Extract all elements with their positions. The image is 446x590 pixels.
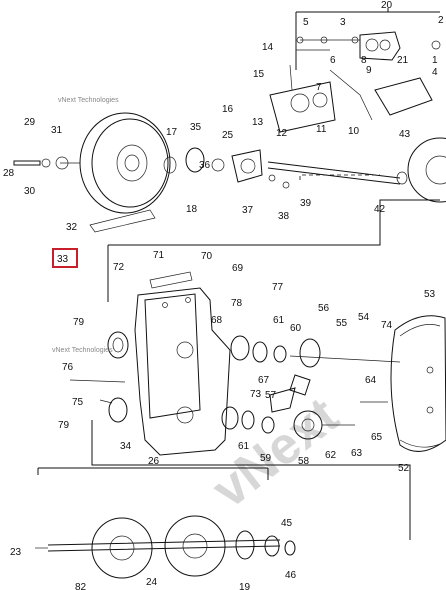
drive-pulley [13, 112, 171, 233]
part-label: 25 [222, 130, 234, 141]
watermark-small-2: vNext Technologies [52, 347, 113, 354]
part-label: 60 [290, 323, 302, 334]
part-label: 53 [424, 289, 436, 300]
part-label: 65 [371, 432, 383, 443]
part-label: 67 [258, 375, 270, 386]
part-label: 64 [365, 375, 377, 386]
part-label: 7 [316, 82, 322, 93]
part-label: 58 [298, 456, 310, 467]
part-label: 2 [438, 15, 444, 26]
part-label: 59 [260, 453, 272, 464]
part-label: 37 [242, 205, 254, 216]
part-label: 1 [432, 55, 438, 66]
part-label: 17 [166, 127, 178, 138]
part-label: 19 [239, 582, 251, 590]
part-label: 29 [24, 117, 36, 128]
part-label: 24 [146, 577, 158, 588]
part-label: 79 [73, 317, 85, 328]
part-label: 78 [231, 298, 243, 309]
part-label: 38 [278, 211, 290, 222]
part-label: 69 [232, 263, 244, 274]
part-label: 74 [381, 320, 393, 331]
part-label: 10 [348, 126, 360, 137]
part-label: 56 [318, 303, 330, 314]
highlighted-part-label: 33 [57, 254, 69, 265]
part-label: 6 [330, 55, 336, 66]
part-label: 23 [10, 547, 22, 558]
part-label: 72 [113, 262, 125, 273]
part-label: 4 [432, 67, 438, 78]
part-label: 57 [265, 390, 277, 401]
part-label: 46 [285, 570, 297, 581]
part-label: 31 [51, 125, 63, 136]
shaft-components [163, 137, 446, 203]
part-label: 43 [399, 129, 411, 140]
part-label: 20 [381, 0, 393, 11]
part-label: 14 [262, 42, 274, 53]
part-label: 36 [199, 160, 211, 171]
part-label: 63 [351, 448, 363, 459]
part-label: 9 [366, 65, 372, 76]
part-label: 28 [3, 168, 15, 179]
part-label: 61 [273, 315, 285, 326]
part-label: 73 [250, 389, 262, 400]
part-label: 79 [58, 420, 70, 431]
part-label: 21 [397, 55, 409, 66]
part-label: 26 [148, 456, 160, 467]
bracket-lines [37, 8, 440, 540]
part-label: 77 [272, 282, 284, 293]
part-label: 39 [300, 198, 312, 209]
part-label: 30 [24, 186, 36, 197]
part-label: 61 [238, 441, 250, 452]
part-label: 16 [222, 104, 234, 115]
part-label: 62 [325, 450, 337, 461]
part-label: 5 [303, 17, 309, 28]
part-label: 75 [72, 397, 84, 408]
part-label: 32 [66, 222, 78, 233]
part-label: 11 [316, 124, 327, 135]
part-label: 13 [252, 117, 264, 128]
part-label: 42 [374, 204, 386, 215]
part-label: 76 [62, 362, 74, 373]
part-label: 52 [398, 463, 410, 474]
part-label: 3 [340, 17, 346, 28]
part-label: 12 [276, 128, 288, 139]
part-label: 8 [361, 55, 367, 66]
track-drive-shaft [35, 515, 296, 579]
part-label: 70 [201, 251, 213, 262]
part-label: 71 [153, 250, 165, 261]
part-label: 54 [358, 312, 370, 323]
highlight-box [52, 248, 78, 268]
part-label: 82 [75, 582, 87, 590]
linkage-assembly [269, 31, 441, 133]
drive-chain [360, 315, 446, 452]
sprocket-assembly [221, 335, 401, 440]
watermark-small-1: vNext Technologies [58, 97, 119, 104]
part-label: 55 [336, 318, 348, 329]
part-label: 45 [281, 518, 293, 529]
part-labels: 20 5 3 2 14 6 8 1 4 15 21 9 16 7 13 12 1… [3, 0, 444, 590]
part-label: 18 [186, 204, 198, 215]
chaincase-housing [69, 271, 231, 456]
part-label: 34 [120, 441, 132, 452]
part-label: 15 [253, 69, 265, 80]
part-label: 68 [211, 315, 223, 326]
part-label: 35 [190, 122, 202, 133]
